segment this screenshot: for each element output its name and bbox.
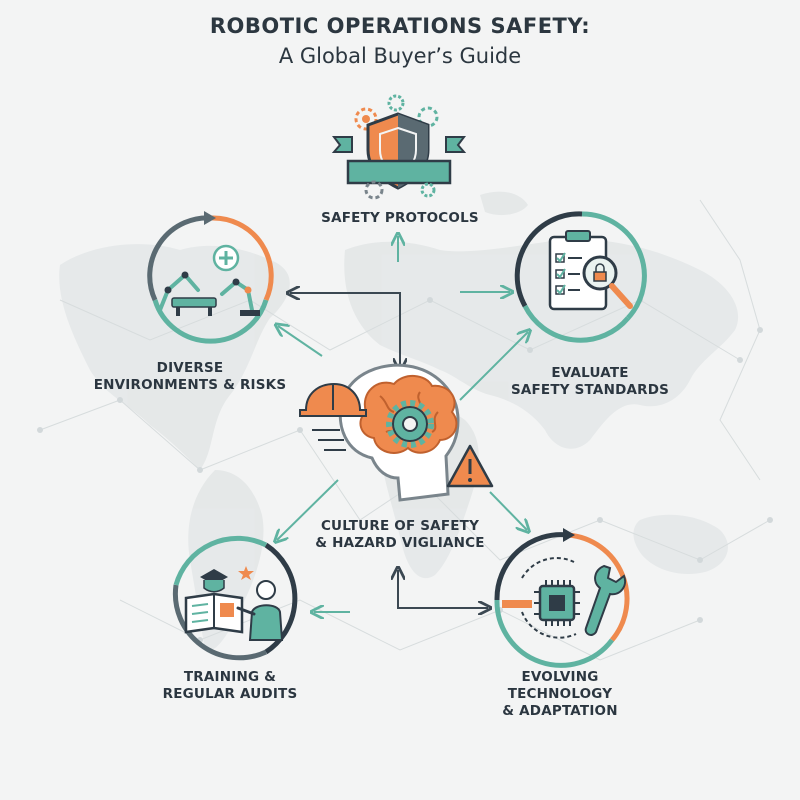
center-text-line1: CULTURE OF SAFETY [320,518,480,534]
diverse-label: DIVERSE ENVIRONMENTS & RISKS [80,360,300,394]
clipboard-lock-magnifier-icon [548,230,633,311]
evaluate-label: EVALUATE SAFETY STANDARDS [490,365,690,399]
robotic-arms-medical-icon [158,244,260,316]
shield-gears-icon [331,94,467,200]
training-text-line1: TRAINING & [183,669,277,685]
evolving-text-line2: TECHNOLOGY [507,686,613,702]
safety-protocols-text: SAFETY PROTOCOLS [321,210,479,226]
culture-of-safety-icon [299,363,494,502]
safety-protocols-label: SAFETY PROTOCOLS [300,210,500,227]
page-title: ROBOTIC OPERATIONS SAFETY: [209,14,591,38]
diverse-text-line2: ENVIRONMENTS & RISKS [93,377,287,393]
evolving-text-line3: & ADAPTATION [502,703,618,719]
page-subtitle: A Global Buyer’s Guide [278,44,522,68]
training-label: TRAINING & REGULAR AUDITS [130,669,330,703]
center-label: CULTURE OF SAFETY & HAZARD VIGLIANCE [300,518,500,552]
diverse-text-line1: DIVERSE [156,360,224,376]
evolving-node-ring [494,528,630,668]
diverse-node-ring [147,211,274,344]
evolving-label: EVOLVING TECHNOLOGY & ADAPTATION [460,669,660,720]
chip-wrench-icon [502,557,626,639]
connector-arrows [277,236,528,612]
evaluate-text-line2: SAFETY STANDARDS [510,382,670,398]
training-text-line2: REGULAR AUDITS [162,686,298,702]
evolving-text-line1: EVOLVING [521,669,599,685]
evaluate-text-line1: EVALUATE [551,365,629,381]
evaluate-node-ring [514,211,647,343]
book-graduation-icon [184,566,284,641]
center-text-line2: & HAZARD VIGLIANCE [315,535,485,551]
